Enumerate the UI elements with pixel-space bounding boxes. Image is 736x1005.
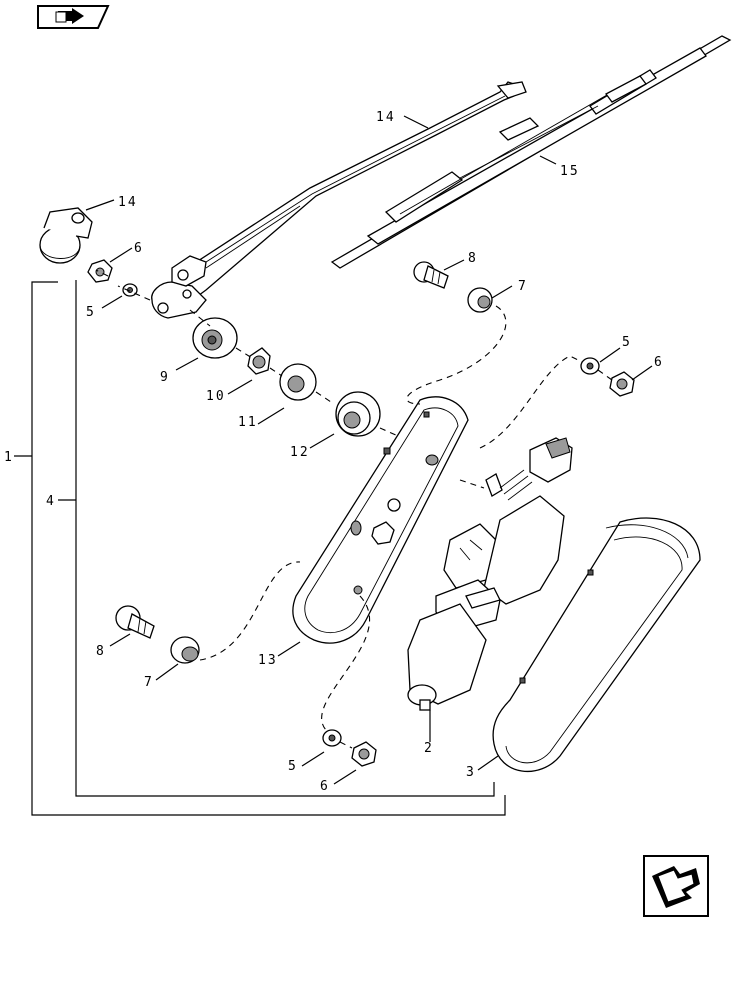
callout-9: 9 <box>160 370 170 385</box>
leader-lines <box>14 115 653 785</box>
callout-2: 2 <box>424 741 434 756</box>
callout-8-lower: 8 <box>96 644 106 659</box>
nut-washer-upper-left <box>87 259 138 297</box>
callout-11: 11 <box>238 415 258 430</box>
callout-5-upper: 5 <box>86 305 96 320</box>
bolt-8-upper <box>413 261 449 289</box>
assembly-brackets <box>31 280 506 816</box>
callout-15: 15 <box>560 164 580 179</box>
nut-10 <box>247 347 271 375</box>
clip-part <box>39 207 93 264</box>
callout-3: 3 <box>466 765 476 780</box>
callout-12: 12 <box>290 445 310 460</box>
callout-8-upper: 8 <box>468 251 478 266</box>
return-arrow-icon[interactable] <box>643 855 709 917</box>
callout-5-lower: 5 <box>288 759 298 774</box>
callout-5-right: 5 <box>622 335 632 350</box>
washer-11 <box>279 363 317 401</box>
nut-washer-lower <box>322 729 377 767</box>
callout-6-lower: 6 <box>320 779 330 794</box>
washer-9 <box>192 317 238 359</box>
grommet-7-upper <box>467 287 493 313</box>
cover-3 <box>492 517 701 773</box>
callout-14-clip: 14 <box>118 195 138 210</box>
callout-14-arm: 14 <box>376 110 396 125</box>
callout-13: 13 <box>258 653 278 668</box>
wiper-blade <box>330 35 732 269</box>
wiper-arm <box>151 81 527 319</box>
callout-labels: 14 15 14 6 5 8 7 5 6 9 10 11 12 1 4 8 7 … <box>4 110 664 794</box>
nut-washer-right <box>580 357 635 397</box>
callout-7-upper: 7 <box>518 279 528 294</box>
grommet-7-lower <box>170 636 200 664</box>
callout-7-lower: 7 <box>144 675 154 690</box>
mounting-plate-13 <box>292 396 469 644</box>
grommet-12 <box>335 391 381 437</box>
wiper-motor-2 <box>407 437 573 711</box>
book-arrow-icon[interactable] <box>37 5 110 29</box>
callout-1: 1 <box>4 450 14 465</box>
callout-6-upper: 6 <box>134 241 144 256</box>
assembly-lines <box>95 269 613 749</box>
callout-6-right: 6 <box>654 355 664 370</box>
callout-10: 10 <box>206 389 226 404</box>
callout-4: 4 <box>46 494 56 509</box>
bolt-8-lower <box>115 605 155 639</box>
